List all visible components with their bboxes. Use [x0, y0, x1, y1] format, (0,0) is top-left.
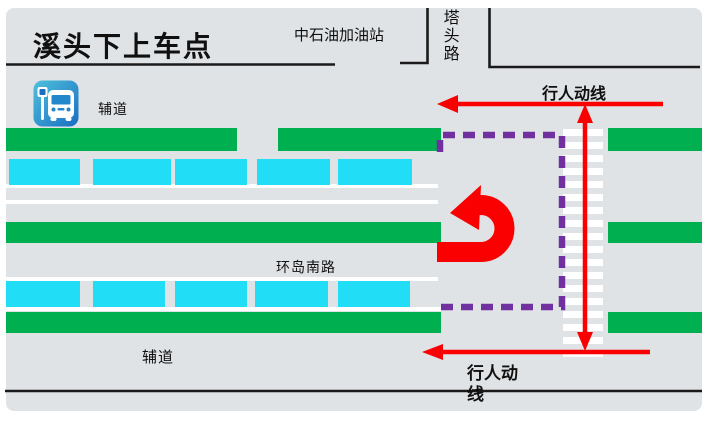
lane-divider-line [6, 200, 438, 204]
vehicle-lane-bar [257, 159, 330, 185]
vehicle-lane-bar [255, 281, 328, 307]
bus-wheel [65, 117, 72, 121]
tatou-road-label: 塔头路 [440, 9, 458, 63]
median-green-bar [6, 312, 441, 333]
page-title: 溪头下上车点 [33, 32, 214, 63]
pedestrian-flow-top-label: 行人动线 [542, 86, 607, 103]
main-road-label: 环岛南路 [276, 261, 336, 276]
vehicle-lane-bar [338, 159, 412, 185]
vehicle-lane-bar [6, 281, 80, 307]
median-green-bar [278, 128, 441, 151]
pedestrian-arrow-vertical [577, 104, 593, 351]
gas-station-label: 中石油加油站 [294, 28, 385, 44]
uturn-arrow [437, 185, 515, 262]
bus-wheel [50, 117, 57, 121]
vehicle-lane-bar [338, 281, 410, 307]
service-road-bottom-label: 辅道 [142, 350, 175, 366]
vehicle-lane-bar [175, 281, 247, 307]
median-green-bar [608, 222, 702, 243]
bus-route-dashed-path [436, 131, 566, 311]
vehicle-lane-bar [93, 281, 165, 307]
tatou-road-boundary-line [488, 8, 700, 69]
lane-divider-line [6, 307, 441, 311]
bus-sign-pole [41, 93, 44, 120]
median-green-bar [6, 128, 237, 151]
service-road-top-label: 辅道 [98, 103, 128, 118]
lane-divider-line [6, 277, 438, 281]
vehicle-lane-bar [9, 159, 80, 185]
bus-windshield [51, 95, 71, 105]
median-green-bar [608, 128, 702, 151]
pedestrian-arrow-bottom [422, 344, 650, 360]
pedestrian-arrow-top [437, 95, 663, 113]
bus-stop-icon [33, 80, 79, 127]
vehicle-lane-bar [93, 159, 171, 185]
median-green-bar [6, 222, 441, 243]
vehicle-lane-bar [175, 159, 247, 185]
lane-divider-line [6, 184, 438, 188]
gas-station-boundary-line [400, 8, 429, 65]
pedestrian-flow-bottom-label: 行人动线 [467, 364, 518, 405]
median-green-bar [608, 312, 702, 333]
